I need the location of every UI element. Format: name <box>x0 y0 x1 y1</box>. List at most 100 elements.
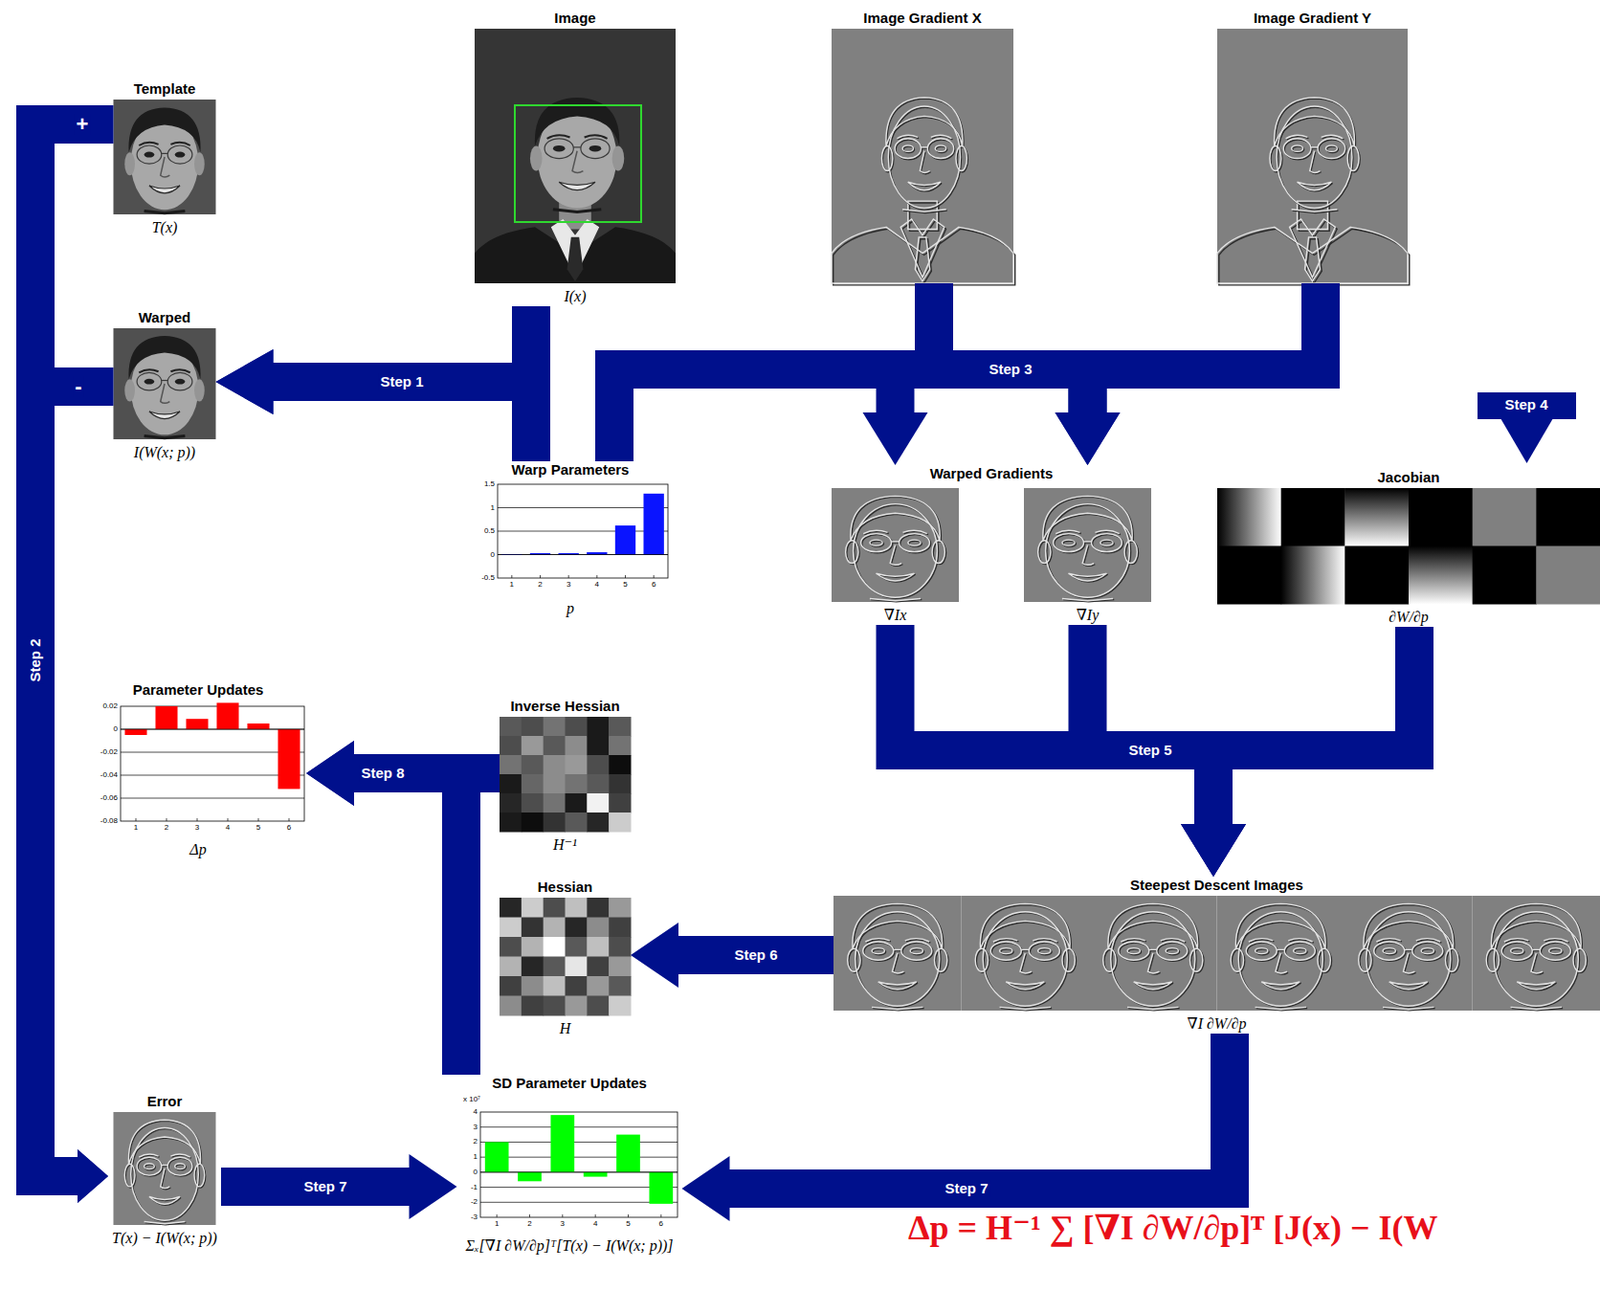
drawing-part <box>653 575 655 578</box>
step-connector <box>216 349 533 462</box>
drawing-part <box>144 210 186 213</box>
drawing-part <box>497 507 668 509</box>
drawing-part <box>1005 981 1045 990</box>
gradient-y-image: Image Gradient Y <box>1217 9 1408 284</box>
drawing-part <box>876 573 915 581</box>
drawing-part <box>1127 948 1140 955</box>
drawing-part <box>1000 1006 1051 1009</box>
drawing-part <box>894 138 921 159</box>
drawing-part <box>908 539 921 546</box>
drawing-part <box>1156 941 1188 960</box>
drawing-part <box>833 895 962 1011</box>
picture-area <box>499 716 631 832</box>
drawing-part <box>480 1171 678 1173</box>
node-heading: Hessian <box>537 878 594 896</box>
drawing-part <box>149 185 180 194</box>
step-connector <box>1180 626 1415 877</box>
axis-tick: 5 <box>256 822 261 833</box>
drawing-part <box>553 209 601 213</box>
drawing-part <box>869 598 921 600</box>
arrow-head <box>409 1154 458 1220</box>
drawing-part <box>113 99 217 215</box>
drawing-part <box>565 956 588 978</box>
drawing-part <box>831 28 1014 284</box>
node-heading: Warped <box>138 309 191 327</box>
drawing-part <box>1404 949 1413 951</box>
drawing-part <box>167 145 193 164</box>
drawing-part <box>1045 504 1131 599</box>
drawing-part <box>124 335 204 439</box>
drawing-part <box>1038 495 1139 602</box>
drawing-part <box>583 1172 608 1178</box>
drawing-part <box>901 941 933 960</box>
drawing-part <box>1358 903 1460 1010</box>
drawing-part <box>1284 941 1315 960</box>
node-caption: T(x) − I(W(x; p)) <box>111 1228 218 1248</box>
drawing-part <box>565 976 588 997</box>
drawing-part <box>869 539 883 546</box>
drawing-part <box>149 411 180 420</box>
drawing-part <box>246 723 269 730</box>
node-heading: Image Gradient X <box>863 9 981 27</box>
axis-tick: 1 <box>490 503 495 513</box>
drawing-part <box>1358 903 1459 1009</box>
drawing-part <box>194 1163 205 1187</box>
drawing-part <box>565 735 588 756</box>
node-heading: SD Parameter Updates <box>491 1074 647 1092</box>
drawing-part <box>550 1114 575 1173</box>
drawing-part <box>1189 948 1202 972</box>
drawing-part <box>616 1134 641 1173</box>
drawing-part <box>565 755 588 776</box>
drawing-part <box>595 1214 597 1218</box>
template-region-box <box>514 105 642 223</box>
drawing-part <box>160 156 171 178</box>
drawing-part <box>847 903 948 1009</box>
drawing-part <box>1062 598 1113 600</box>
drawing-part <box>136 372 162 391</box>
arrow-head <box>306 740 355 806</box>
step-label: Step 6 <box>732 946 779 964</box>
picture-area <box>457 1093 683 1233</box>
steepest-descent-strip: Steepest Descent Images∇I ∂W/∂p <box>833 876 1600 1034</box>
drawing-part <box>1486 948 1499 972</box>
drawing-part <box>1165 948 1178 955</box>
drawing-part <box>586 996 609 1017</box>
arrow-head <box>216 349 274 415</box>
drawing-part <box>1532 949 1540 951</box>
drawing-part <box>543 716 566 737</box>
drawing-part <box>521 897 544 918</box>
drawing-part <box>1147 953 1159 974</box>
drawing-part <box>1230 903 1331 1009</box>
drawing-part <box>878 981 917 990</box>
drawing-part <box>128 1119 200 1164</box>
drawing-part <box>608 917 631 938</box>
step-connector <box>630 922 834 988</box>
drawing-part <box>1111 911 1196 1006</box>
drawing-part <box>175 1163 186 1170</box>
drawing-part <box>1281 546 1346 605</box>
axis-tick: 6 <box>651 579 656 590</box>
drawing-part <box>881 97 967 212</box>
drawing-part <box>499 735 522 756</box>
node-caption: H <box>559 1019 572 1039</box>
bar-chart <box>497 484 668 578</box>
drawing-part <box>1539 941 1571 960</box>
node-caption: ∇Ix <box>884 605 908 625</box>
drawing-part <box>136 145 162 164</box>
drawing-part <box>496 1214 498 1218</box>
axis-tick: 1 <box>473 1152 478 1162</box>
step-label: Step 7 <box>942 1179 990 1198</box>
drawing-part <box>1084 540 1092 542</box>
axis-tick: -0.04 <box>100 770 118 780</box>
drawing-part <box>898 533 930 553</box>
drawing-part <box>474 97 676 284</box>
drawing-part <box>648 1172 673 1204</box>
drawing-part <box>1291 209 1338 213</box>
drawing-part <box>567 237 584 282</box>
drawing-part <box>194 378 205 401</box>
axis-tick: -0.02 <box>100 747 118 757</box>
drawing-part <box>499 755 522 776</box>
drawing-part <box>1472 488 1537 547</box>
